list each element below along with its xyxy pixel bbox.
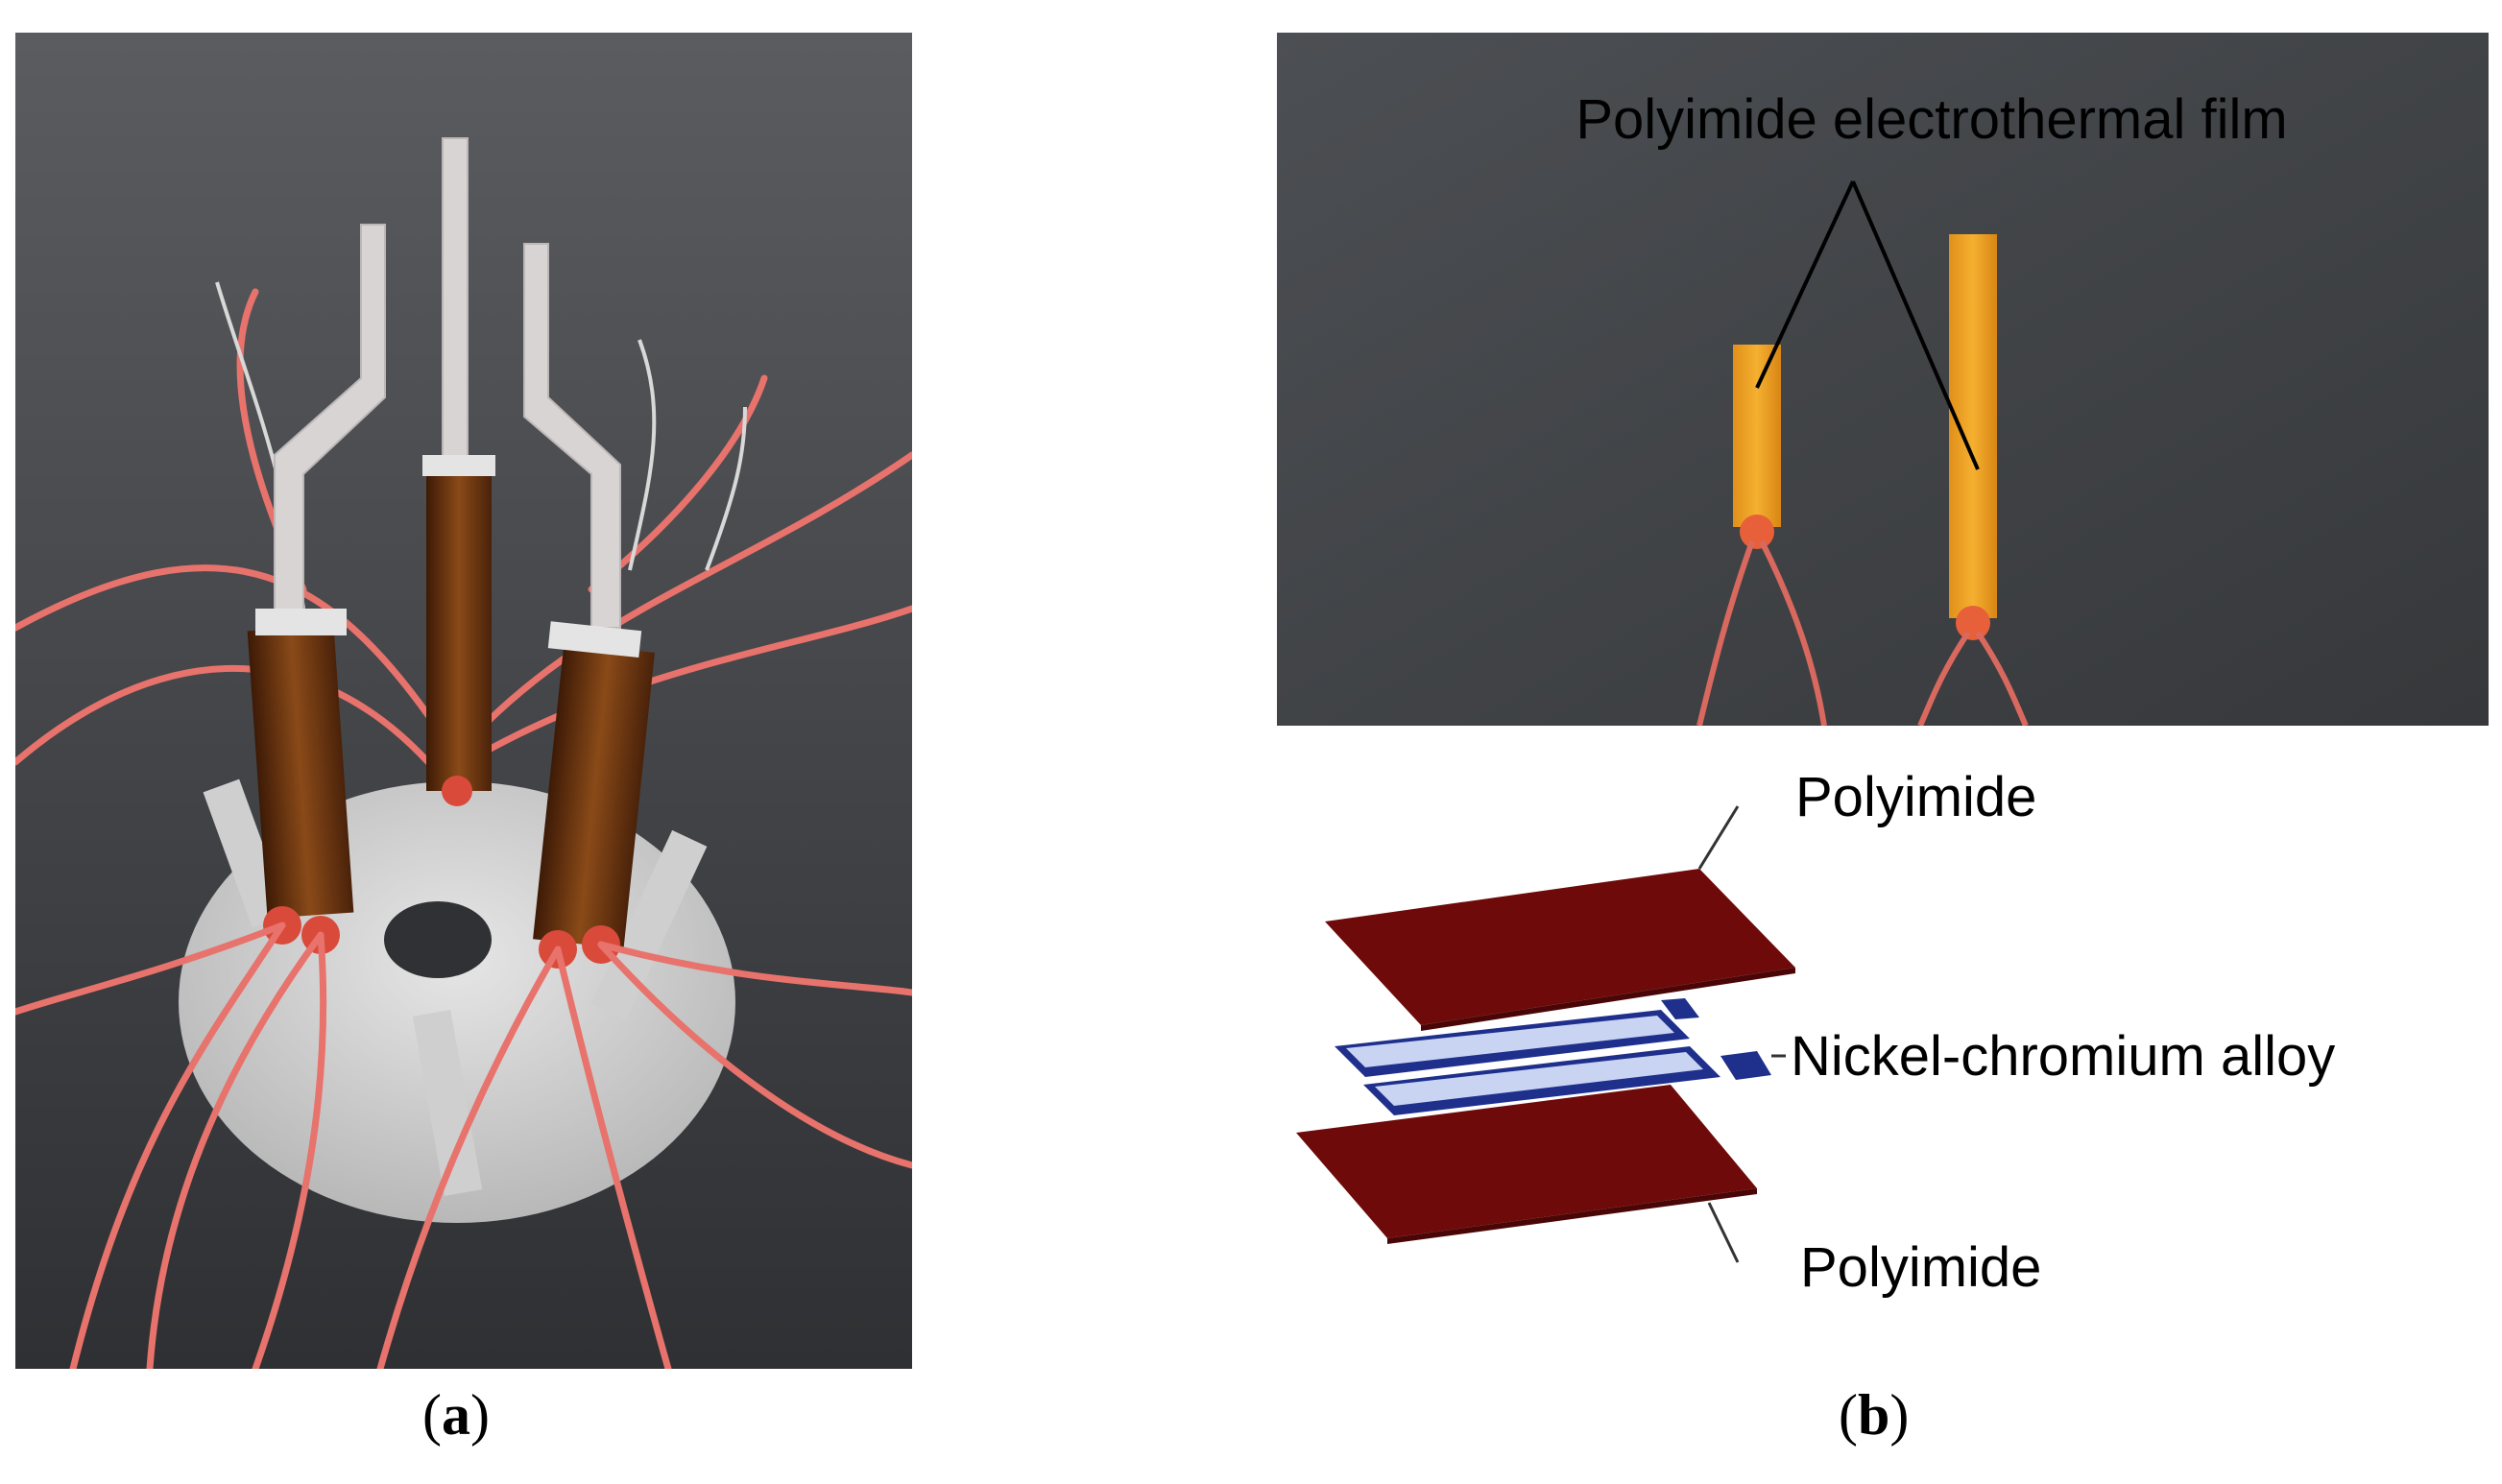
- slate-background: [1277, 33, 2489, 726]
- films-illustration: Polyimide electrothermal film: [1277, 33, 2489, 728]
- wires-front: [12, 922, 916, 1373]
- center-hole: [384, 901, 492, 978]
- caption-a-letter: a: [441, 1383, 470, 1447]
- nichrome-trace: [1335, 998, 1771, 1115]
- bottom-polyimide-layer: [1296, 1085, 1757, 1238]
- rail-right: [590, 829, 708, 1021]
- label-top-polyimide: Polyimide: [1795, 766, 2036, 828]
- caption-b-open: (: [1839, 1383, 1858, 1447]
- short-film: [1733, 345, 1781, 527]
- kapton-bars: [247, 455, 655, 949]
- photo-heating-fixture: [12, 33, 916, 1373]
- rail-front: [412, 1009, 483, 1197]
- long-film: [1949, 234, 1997, 618]
- film-wires: [1696, 539, 2029, 728]
- layer-stack-illustration: Polyimide Nickel-chromium alloy Polyimid…: [1296, 766, 2335, 1299]
- caption-a-open: (: [422, 1383, 442, 1447]
- long-film-connector: [1956, 606, 1990, 640]
- fixture-illustration: [12, 33, 916, 1373]
- caption-b-close: ): [1889, 1383, 1910, 1447]
- top-polyimide-layer: [1325, 869, 1795, 1025]
- caption-a-close: ): [469, 1383, 490, 1447]
- label-nichrome: Nickel-chromium alloy: [1791, 1025, 2335, 1088]
- wires-back: [12, 288, 916, 766]
- photo-electrothermal-films: Polyimide electrothermal film: [1277, 33, 2489, 728]
- photo-leader-lines: [1755, 180, 1980, 470]
- layer-diagram: Polyimide Nickel-chromium alloy Polyimid…: [1277, 739, 2489, 1353]
- caption-b: (b): [1839, 1382, 1909, 1448]
- caption-a: (a): [422, 1382, 490, 1448]
- diagram-leader-lines: [1697, 805, 1786, 1263]
- white-rods: [274, 137, 621, 629]
- label-bottom-polyimide: Polyimide: [1800, 1236, 2041, 1299]
- short-film-connector: [1740, 515, 1774, 549]
- label-electrothermal-film: Polyimide electrothermal film: [1576, 88, 2287, 151]
- caption-b-letter: b: [1857, 1383, 1890, 1447]
